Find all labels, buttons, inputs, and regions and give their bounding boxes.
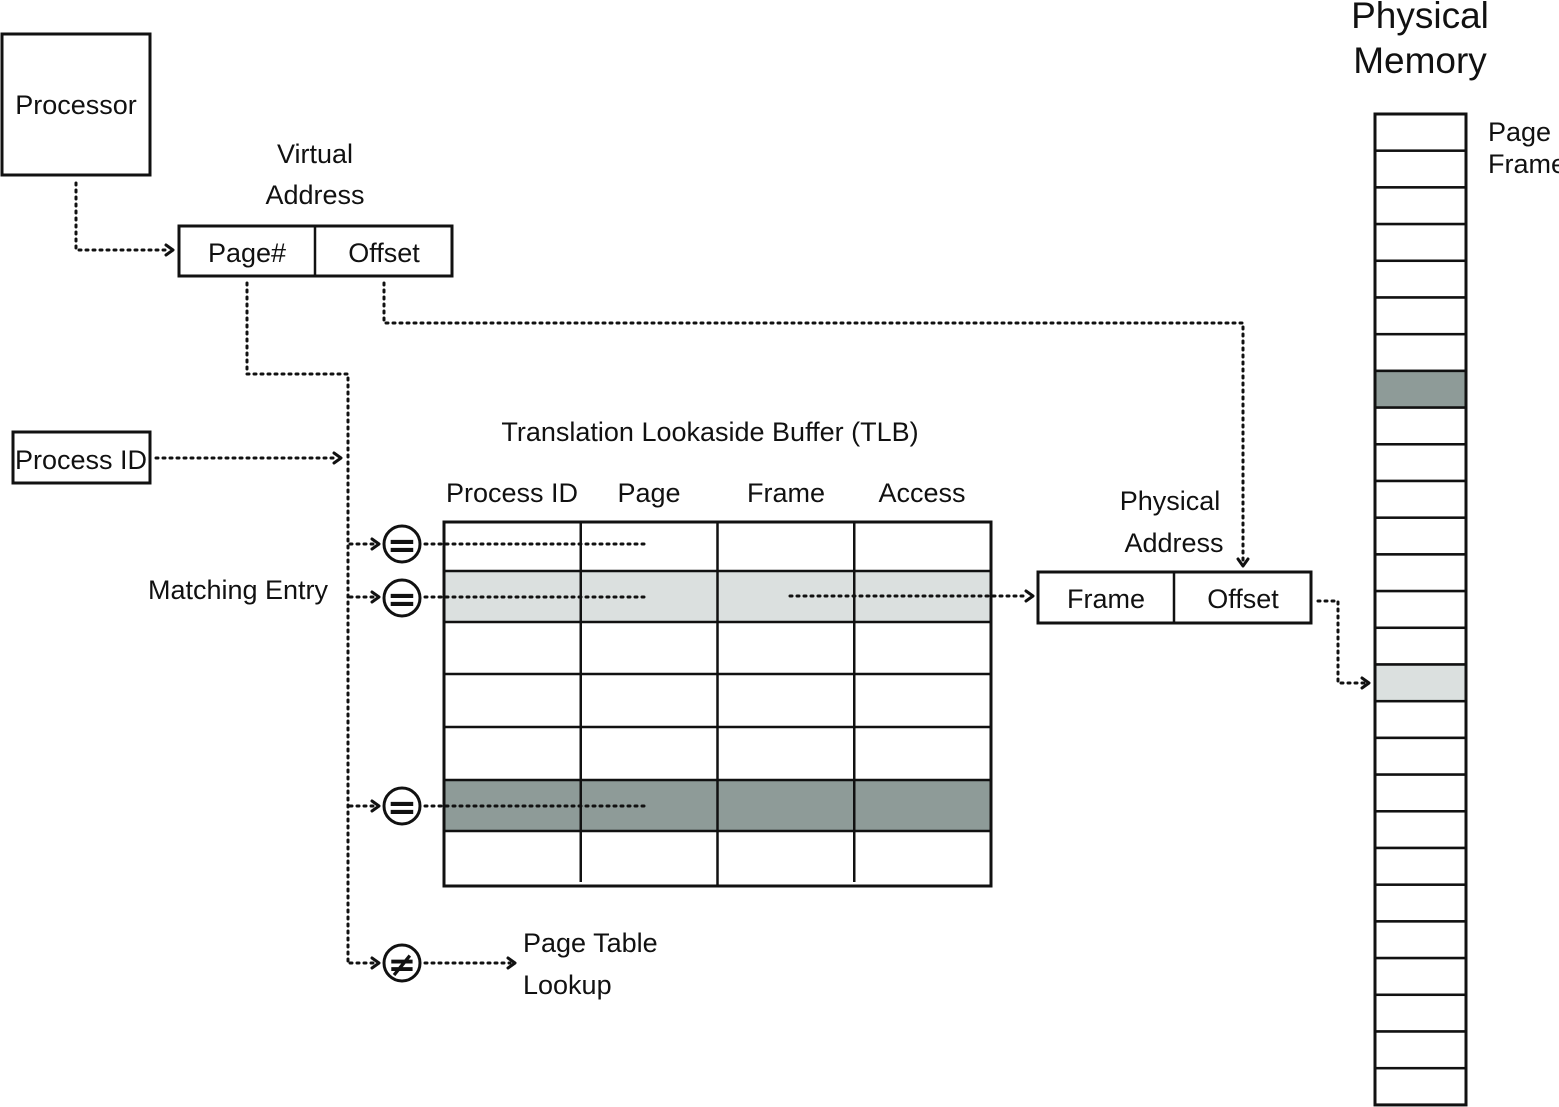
memory-frame (1373, 406, 1468, 446)
process-id-label: Process ID (15, 445, 147, 475)
memory-frame (1373, 1066, 1468, 1107)
physical-address-title-line2: Address (1124, 528, 1223, 558)
physical-address: Physical Address Frame Offset (1036, 486, 1313, 625)
tlb: Translation Lookaside Buffer (TLB) Proce… (442, 417, 993, 888)
physical-memory: Physical Memory Page Frame (1351, 0, 1559, 1107)
process-id-arrowhead (332, 451, 343, 465)
virtual-address-title-line2: Address (265, 180, 364, 210)
cmp1-arrowhead (370, 537, 381, 551)
memory-frame (1373, 149, 1468, 189)
virtual-page-field: Page# (208, 238, 286, 268)
processor-label: Processor (15, 90, 137, 120)
page-number-bus-line (245, 281, 350, 965)
connectors (74, 181, 1371, 970)
cmp3-arrowhead (370, 799, 381, 813)
memory-frame (1373, 112, 1468, 152)
equal-symbol: = (387, 525, 417, 566)
physical-offset-field: Offset (1207, 584, 1279, 614)
memory-frame (1373, 186, 1468, 226)
memory-frame (1373, 259, 1468, 299)
memory-arrowhead (1360, 676, 1371, 690)
page-frame-label-line1: Page (1488, 117, 1551, 147)
memory-frame (1373, 773, 1468, 813)
virtual-offset-field: Offset (348, 238, 420, 268)
memory-frame (1373, 883, 1468, 923)
tlb-column-header: Process ID (446, 478, 578, 508)
memory-frame (1373, 736, 1468, 776)
comparator-equal-3: = (382, 786, 422, 828)
memory-frame (1373, 296, 1468, 336)
tlb-grid (442, 520, 993, 888)
matching-entry-label: Matching Entry (148, 575, 329, 605)
memory-frame (1373, 332, 1468, 373)
memory-frame (1373, 626, 1468, 666)
memory-frame (1373, 699, 1468, 740)
equal-symbol: = (387, 579, 417, 620)
memory-frame (1373, 589, 1468, 630)
memory-frame (1373, 920, 1468, 960)
memory-frame (1373, 553, 1468, 593)
process-id-box: Process ID (11, 430, 152, 485)
physical-address-title-line1: Physical (1120, 486, 1221, 516)
miss-arrowhead (506, 956, 517, 970)
memory-frame (1373, 369, 1468, 409)
page-table-lookup-line2: Lookup (523, 970, 612, 1000)
memory-border (1373, 112, 1468, 1107)
cmp2-arrowhead (370, 590, 381, 604)
comparator-equal-2: = (382, 578, 422, 620)
memory-frame (1373, 516, 1468, 556)
not-equal-symbol: ≠ (388, 945, 417, 985)
memory-frames (1373, 112, 1468, 1107)
virtual-address: Virtual Address Page# Offset (177, 139, 454, 278)
memory-frame (1373, 993, 1468, 1033)
comparator-equal-1: = (382, 524, 422, 566)
tlb-column-header: Page (617, 478, 680, 508)
memory-frame (1373, 663, 1468, 703)
cmp4-arrowhead (370, 956, 381, 970)
memory-frame (1373, 1030, 1468, 1070)
comparator-not-equal: ≠ (382, 943, 422, 985)
tlb-title: Translation Lookaside Buffer (TLB) (501, 417, 918, 447)
memory-frame (1373, 443, 1468, 483)
offset-passthrough-line (382, 281, 1245, 562)
memory-frame (1373, 222, 1468, 263)
processor-to-va-arrowhead (164, 243, 175, 257)
tlb-column-header: Frame (747, 478, 825, 508)
tlb-column-header: Access (878, 478, 965, 508)
page-frame-label-line2: Frame (1488, 149, 1559, 179)
memory-frame (1373, 956, 1468, 997)
equal-symbol: = (387, 787, 417, 828)
physical-memory-title-line2: Memory (1353, 40, 1487, 81)
tlb-column-headers: Process ID Page Frame Access (446, 478, 966, 508)
virtual-address-title-line1: Virtual (277, 139, 353, 169)
page-table-lookup-line1: Page Table (523, 928, 658, 958)
memory-frame (1373, 479, 1468, 519)
physical-frame-field: Frame (1067, 584, 1145, 614)
offset-arrowhead (1236, 557, 1250, 568)
memory-frame (1373, 810, 1468, 850)
address-to-memory-line (1316, 599, 1366, 685)
frame-arrowhead (1024, 589, 1035, 603)
memory-frame (1373, 846, 1468, 886)
physical-memory-title-line1: Physical (1351, 0, 1489, 36)
processor-box: Processor (0, 32, 152, 177)
processor-to-va-line (74, 181, 172, 252)
